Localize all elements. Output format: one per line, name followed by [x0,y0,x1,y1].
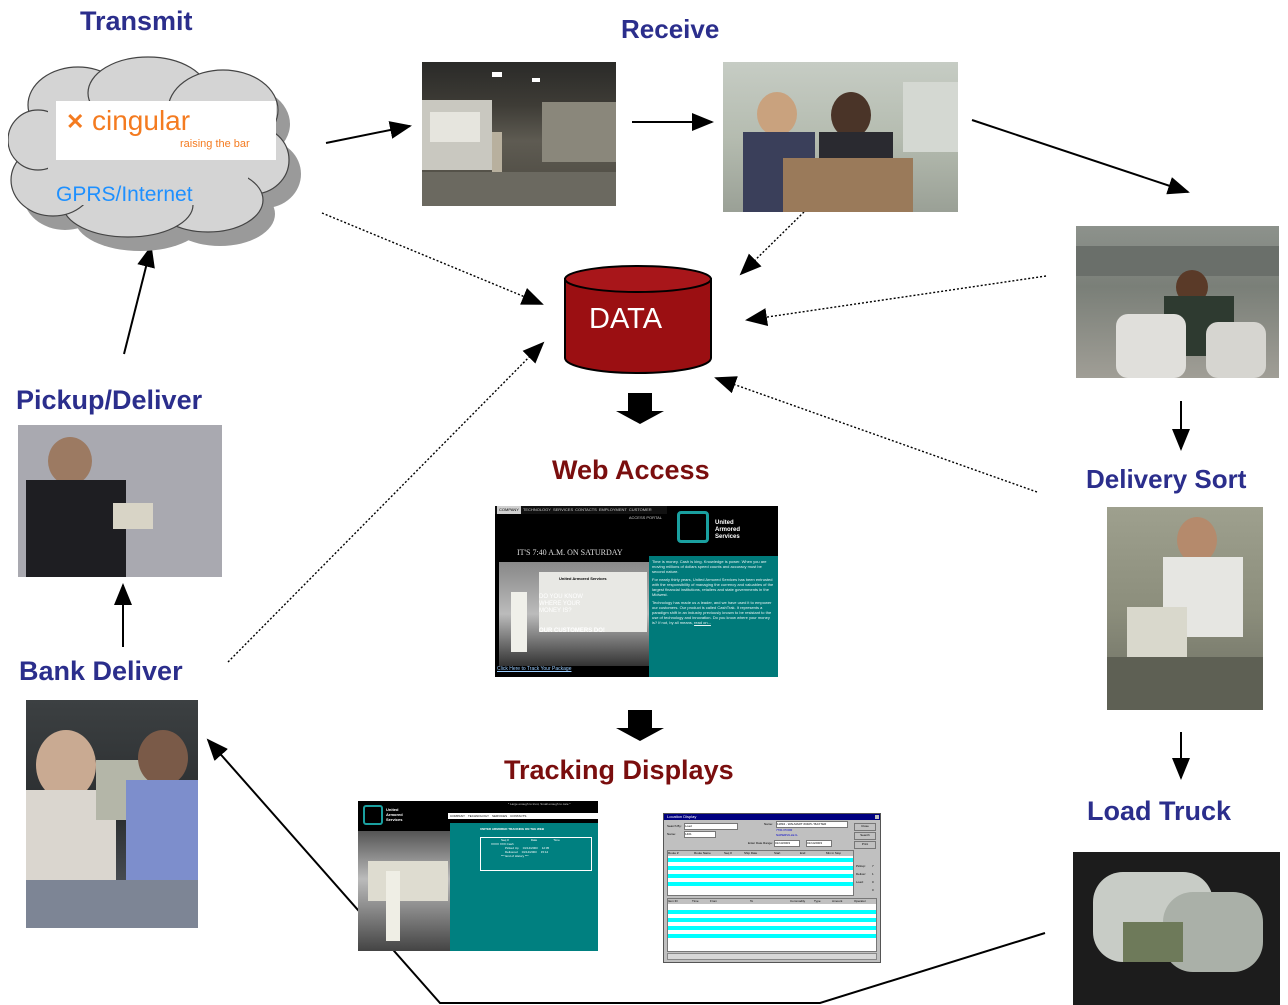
name-field[interactable]: 1401 [684,831,716,838]
tracking-nav: COMPANY TECHNOLOGY SERVICES CONTACTS [448,813,598,819]
tracking-nav-company[interactable]: COMPANY [450,814,465,818]
website-nav: COMPANY TECHNOLOGY SERVICES CONTACTS EMP… [495,506,667,520]
label-transmit: Transmit [80,6,193,36]
horizontal-scrollbar[interactable] [667,953,877,960]
nav-customer-portal[interactable]: CUSTOMER ACCESS PORTAL [628,507,663,520]
cingular-x-icon: ✕ [66,109,85,134]
truck-text: United Armored Services [559,576,607,581]
photo-receive-warehouse [422,62,616,206]
nav-services[interactable]: SERVICES [552,507,574,512]
close-button[interactable]: Close [854,823,876,831]
read-on-link[interactable]: read on... [694,620,711,625]
label-pickup-deliver: Pickup/Deliver [16,385,203,415]
window-close-icon[interactable] [875,815,879,819]
dotted-delivery-sort-to-data [714,376,1038,493]
label-load-truck: Load Truck [1087,796,1232,826]
nav-technology[interactable]: TECHNOLOGY [522,507,551,512]
search-button[interactable]: Search [854,832,876,840]
window-title: Location Display [667,814,697,819]
label-web-access: Web Access [552,455,710,485]
tracking-photo [358,831,450,951]
lower-grid[interactable]: Item ID Time From To Commodity Type Amou… [667,898,877,952]
photo-sort [1076,226,1279,378]
arrow-cloud-to-receive [325,121,412,144]
cingular-tagline: raising the bar [180,138,250,150]
nav-employment[interactable]: EMPLOYMENT [598,507,627,512]
website-text-panel: Time is money. Cash is king. Knowledge i… [649,556,778,677]
track-package-link[interactable]: Click Here to Track Your Package [497,666,572,672]
tracking-panel: UNITED ARMORED TRACKING ON THE WEB Seq #… [450,823,598,951]
network-label: GPRS/Internet [56,183,193,206]
website-answer: OUR CUSTOMERS DO! [539,628,605,634]
upper-grid[interactable]: Route # Route Name Seq # Ship Date Start… [667,850,854,896]
database-cylinder [564,265,712,374]
tracking-nav-services[interactable]: SERVICES [491,814,508,818]
cingular-logo: ✕ cingular raising the bar [56,101,276,160]
tracking-tagline: * Large enough to trust, Small enough to… [508,802,571,806]
tracking-web-screenshot: * Large enough to trust, Small enough to… [358,801,598,951]
web-access-screenshot: COMPANY TECHNOLOGY SERVICES CONTACTS EMP… [495,506,778,677]
dotted-receive-to-data [739,211,805,276]
tracking-nav-technology[interactable]: TECHNOLOGY [467,814,489,818]
photo-receive-office [723,62,958,212]
name-value-field[interactable]: 11894 - WALMART #0405 / BAXTER [776,821,848,828]
tracking-heading: UNITED ARMORED TRACKING ON THE WEB [480,827,545,831]
photo-load-truck [1073,852,1280,1005]
arrow-receive-to-sort [971,119,1190,195]
nav-company[interactable]: COMPANY [497,506,521,514]
uas-logo-icon [677,511,709,543]
arrow-load-to-bank [206,738,1046,1004]
cingular-name: cingular [92,105,191,136]
dotted-bank-to-data [227,341,545,663]
label-receive: Receive [621,14,720,44]
dotted-sort-to-data [745,275,1047,326]
tracking-logo-icon [363,805,383,825]
tracking-nav-contacts[interactable]: CONTACTS [510,814,527,818]
search-by-select[interactable]: Load [684,823,738,830]
block-arrow-web-to-tracking [616,710,664,741]
photo-bank-deliver [26,700,198,928]
arrow-pickup-to-cloud [123,245,155,355]
label-bank-deliver: Bank Deliver [19,656,183,686]
label-delivery-sort: Delivery Sort [1086,464,1247,494]
photo-delivery-sort [1107,507,1263,710]
website-headline: IT'S 7:40 A.M. ON SATURDAY [517,548,623,557]
dotted-cloud-to-data [321,212,544,305]
photo-pickup-deliver [18,425,222,577]
date-from-field[interactable]: 01/13/2003 [774,840,800,847]
date-to-field[interactable]: 01/14/2003 [806,840,832,847]
label-tracking-displays: Tracking Displays [504,755,734,785]
database-label: DATA [589,303,663,335]
location-display-window: Location Display Search By: Load Name: 1… [663,813,881,963]
nav-contacts[interactable]: CONTACTS [575,507,597,512]
print-button[interactable]: Print [854,841,876,849]
armored-truck-image: United Armored Services [499,562,649,666]
window-titlebar: Location Display [664,814,880,820]
block-arrow-data-to-web [616,393,664,424]
